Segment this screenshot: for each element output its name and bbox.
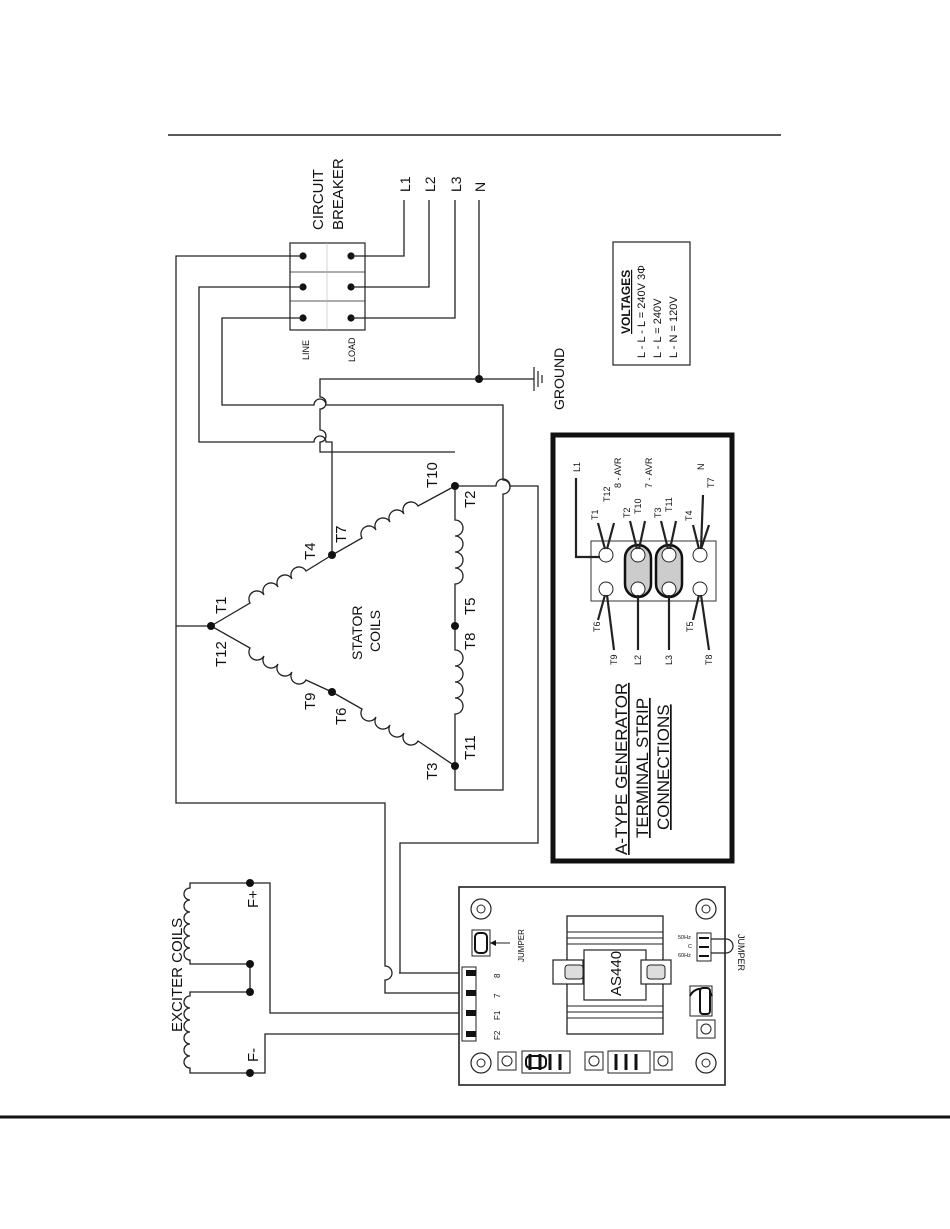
strip-label-t6: T6: [592, 621, 602, 632]
exciter-title: EXCITER COILS: [169, 918, 186, 1032]
strip-label-t4: T4: [684, 510, 694, 521]
voltages-title: VOLTAGES: [619, 270, 633, 334]
avr-pin-7: 7: [493, 993, 502, 998]
avr-freq-60: 60Hz: [678, 953, 691, 959]
breaker-load-label: LOAD: [347, 337, 357, 362]
avr-model-label: AS440: [608, 951, 625, 996]
strip-title-line1: A-TYPE GENERATOR: [612, 683, 631, 855]
output-l1-label: L1: [397, 176, 413, 192]
strip-label-l1: L1: [572, 462, 582, 472]
terminal-t12: T12: [213, 641, 230, 667]
breaker-title-line1: CIRCUIT: [310, 169, 327, 230]
stator-title-line1: STATOR: [349, 606, 365, 660]
strip-label-t8: T8: [704, 654, 714, 665]
stator-node-t9-t6: [328, 688, 336, 696]
voltage-line-2: L - L = 240V: [652, 298, 664, 358]
exciter-node-mid2: [246, 988, 254, 996]
terminal-t10: T10: [424, 462, 441, 488]
strip-label-t3: T3: [653, 507, 663, 518]
exciter-fminus-label: F-: [245, 1048, 262, 1062]
strip-label-t12: T12: [602, 486, 612, 502]
voltages-box: [612, 241, 691, 366]
strip-label-l2: L2: [633, 655, 643, 665]
output-l2-label: L2: [422, 176, 438, 192]
terminal-t6: T6: [333, 707, 350, 725]
strip-title-line2: TERMINAL STRIP: [633, 698, 652, 838]
stator-node-t10-t2: [451, 482, 459, 490]
avr-pin-f2: F2: [493, 1030, 502, 1040]
stator-node-t11-t3: [451, 762, 459, 770]
voltage-line-3: L - N = 120V: [668, 296, 680, 358]
strip-label-t7: T7: [706, 477, 716, 488]
strip-label-t2: T2: [622, 507, 632, 518]
stator-title-line2: COILS: [367, 610, 383, 652]
strip-label-t1: T1: [590, 509, 600, 520]
ground-label: GROUND: [551, 348, 567, 410]
exciter-coils: [183, 882, 474, 1074]
terminal-t5: T5: [462, 597, 479, 615]
terminal-t2: T2: [462, 490, 479, 508]
breaker-line-label: LINE: [301, 340, 311, 360]
avr-freq-50: 50Hz: [678, 935, 691, 941]
breaker-output-wires: [351, 200, 480, 379]
strip-title-line3: CONNECTIONS: [654, 704, 673, 830]
breaker-title-line2: BREAKER: [330, 158, 347, 230]
terminal-block: [590, 540, 717, 602]
stator-feed-wires: [175, 255, 539, 994]
stator-node-t5-t8: [451, 622, 459, 630]
terminal-t8: T8: [462, 632, 479, 650]
stator-node-t1-t12: [207, 622, 215, 630]
terminal-t7: T7: [333, 525, 350, 543]
exciter-node-fplus: [246, 879, 254, 887]
ground-symbol: [479, 367, 543, 391]
strip-label-l3: L3: [664, 655, 674, 665]
strip-label-n: N: [696, 464, 706, 471]
strip-label-8-avr: 8 - AVR: [613, 457, 623, 488]
voltage-line-1: L - L - L = 240V 3Φ: [636, 265, 648, 358]
strip-label-t9: T9: [609, 654, 619, 665]
terminal-t4: T4: [302, 542, 319, 560]
exciter-fplus-label: F+: [245, 890, 262, 908]
strip-label-7-avr: 7 - AVR: [644, 457, 654, 488]
avr-jumper-label: JUMPER: [517, 929, 526, 962]
exciter-node-mid1: [246, 960, 254, 968]
strip-label-t5: T5: [685, 621, 695, 632]
terminal-t11: T11: [462, 735, 479, 760]
terminal-t9: T9: [302, 692, 319, 710]
avr-pin-f1: F1: [493, 1010, 502, 1020]
terminal-strip-wires: [574, 478, 711, 651]
avr-freq-c: C: [688, 944, 692, 950]
avr-pin-8: 8: [493, 973, 502, 978]
terminal-t3: T3: [424, 762, 441, 780]
strip-label-t10: T10: [633, 498, 643, 514]
terminal-t1: T1: [213, 596, 230, 614]
exciter-node-fminus: [246, 1069, 254, 1077]
output-n-label: N: [472, 182, 488, 192]
output-l3-label: L3: [448, 176, 464, 192]
avr-board: [458, 886, 734, 1086]
strip-label-t11: T11: [664, 497, 674, 512]
avr-side-jumper-label: JUMPER: [736, 934, 746, 972]
stator-node-t4-t7: [328, 551, 336, 559]
